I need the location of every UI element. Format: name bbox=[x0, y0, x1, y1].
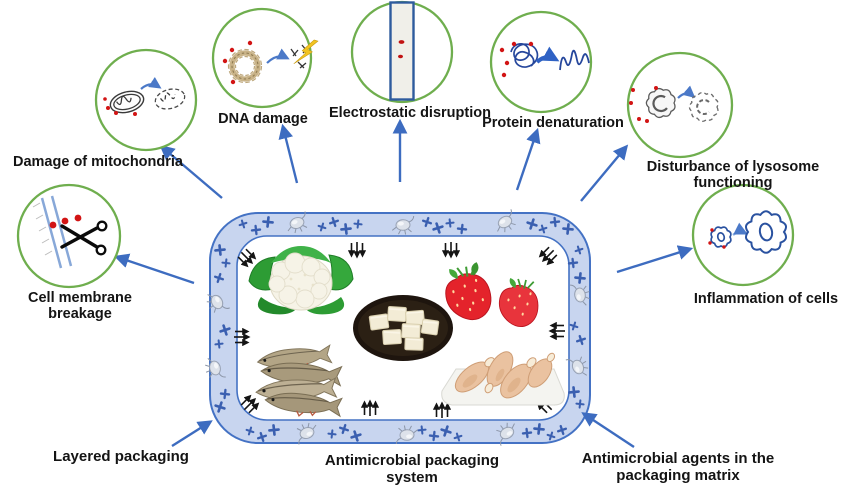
packaging-system bbox=[203, 208, 593, 449]
label-cell-membrane-breakage: Cell membrane breakage bbox=[28, 290, 132, 322]
mechanism-arrow-icon bbox=[616, 245, 694, 274]
mechanism-arrow-icon bbox=[113, 253, 195, 285]
caption-layered-packaging: Layered packaging bbox=[53, 448, 189, 465]
chicken-tray-image bbox=[441, 351, 565, 406]
label-inflammation-of-cells: Inflammation of cells bbox=[693, 291, 839, 307]
circle-cell-membrane-breakage bbox=[16, 183, 122, 289]
tofu-plate-image bbox=[353, 295, 453, 361]
inflammation-sketch bbox=[708, 210, 787, 254]
mechanism-arrow-icon bbox=[580, 144, 629, 202]
circle-dna-damage bbox=[211, 7, 313, 109]
caption-packaging-system: Antimicrobial packaging system bbox=[324, 452, 500, 486]
mitochondria-sketch bbox=[103, 76, 186, 116]
protein-sketch bbox=[499, 41, 590, 78]
label-protein-denaturation: Protein denaturation bbox=[482, 115, 624, 131]
circle-inflammation-of-cells bbox=[691, 183, 795, 287]
broken-dna-sketch bbox=[290, 44, 307, 69]
mechanism-arrow-icon bbox=[581, 412, 635, 449]
denatured-protein-sketch bbox=[559, 49, 590, 71]
label-dna-damage: DNA damage bbox=[218, 111, 308, 127]
electrostatic-membrane-sketch bbox=[389, 1, 415, 101]
circle-lysosome-disturbance bbox=[626, 51, 734, 159]
lightning-icon bbox=[293, 39, 319, 65]
circle-damage-of-mitochondria bbox=[94, 48, 198, 152]
label-electrostatic-disruption: Electrostatic disruption bbox=[329, 105, 491, 121]
dna-plasmid-sketch bbox=[222, 39, 319, 85]
label-lysosome-disturbance: Disturbance of lysosome functioning bbox=[646, 159, 820, 191]
label-damage-of-mitochondria: Damage of mitochondria bbox=[13, 154, 183, 170]
fish-image bbox=[255, 344, 343, 418]
scissors-icon bbox=[60, 220, 108, 256]
lysosome-sketch bbox=[629, 85, 719, 123]
mechanism-arrow-icon bbox=[159, 144, 223, 199]
strawberries-image bbox=[445, 262, 539, 328]
mechanism-arrows bbox=[113, 118, 694, 449]
cell-membrane-sketch bbox=[32, 195, 108, 269]
circle-protein-denaturation bbox=[489, 10, 593, 114]
mechanism-arrow-icon bbox=[278, 123, 299, 184]
mechanism-arrow-icon bbox=[171, 420, 213, 448]
mechanism-arrow-icon bbox=[515, 127, 541, 191]
caption-antimicrobial-agents: Antimicrobial agents in the packaging ma… bbox=[581, 450, 775, 484]
cauliflower-image bbox=[248, 246, 354, 315]
